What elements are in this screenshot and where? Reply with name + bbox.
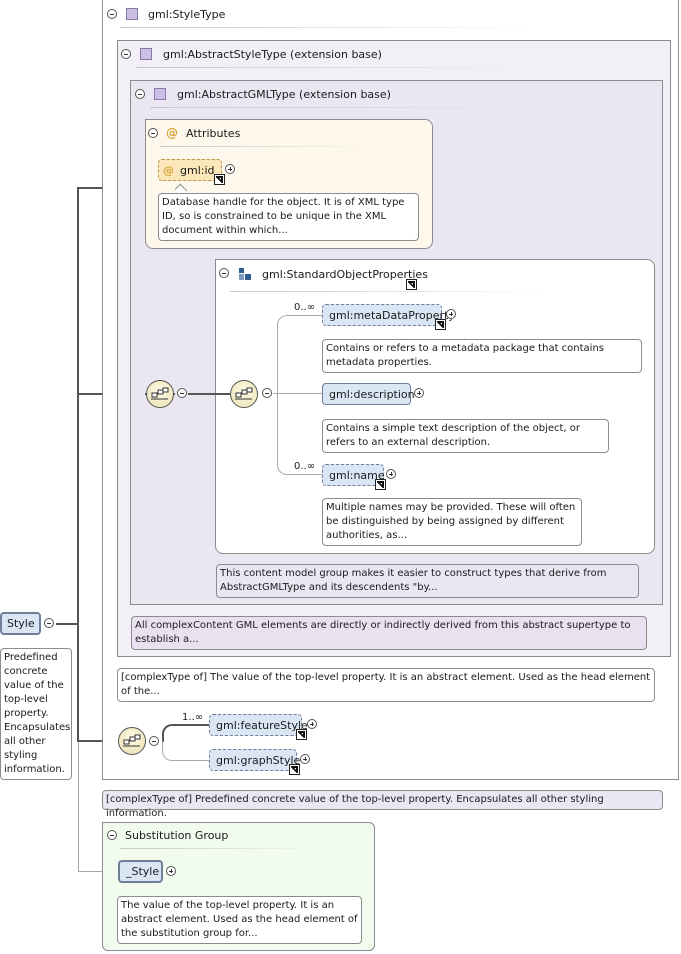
collapse-styletype-button[interactable] (107, 9, 117, 19)
element-label: gml:metaDataProperty (329, 308, 455, 322)
complex-type-icon (140, 48, 152, 60)
expand-metadataproperty-button[interactable] (446, 309, 456, 319)
style-head-doc: The value of the top-level property. It … (117, 896, 362, 944)
sequence-glyph (123, 734, 141, 747)
sequence-glyph (235, 387, 253, 400)
sequence-compositor-icon[interactable] (118, 727, 146, 755)
element-label: Style (7, 617, 35, 630)
seq1-out-line (188, 393, 230, 395)
title-rule (120, 27, 540, 28)
expand-graphstyle-button[interactable] (300, 754, 310, 764)
title-rule (136, 67, 536, 68)
element-label: gml:graphStyle (216, 753, 301, 767)
branch-curve-top (162, 724, 210, 742)
collapse-root-button[interactable] (44, 618, 54, 628)
title-rule (230, 291, 550, 292)
abstractgml-title: gml:AbstractGMLType (extension base) (177, 88, 391, 101)
expand-gml-id-button[interactable] (225, 164, 235, 174)
expand-description-button[interactable] (414, 388, 424, 398)
branch-curve-top (277, 315, 323, 394)
occurs-label: 0..∞ (294, 461, 316, 472)
reference-arrow-icon[interactable] (296, 729, 307, 740)
element-label: gml:featureStyle (216, 718, 308, 732)
to-subst-line-h (78, 871, 118, 872)
element-gml-description[interactable]: gml:description (322, 383, 415, 405)
collapse-substitution-group-button[interactable] (107, 830, 117, 840)
abstractgml-doc: All complexContent GML elements are dire… (131, 616, 647, 650)
collapse-standard-properties-button[interactable] (219, 268, 229, 278)
reference-arrow-icon[interactable] (406, 279, 417, 290)
attribute-at-icon: @ (166, 126, 178, 140)
expand-style-head-button[interactable] (166, 866, 176, 876)
styletype-doc: [complexType of] Predefined concrete val… (102, 790, 663, 819)
abstractstyle-doc: [complexType of] The value of the top-le… (117, 668, 655, 702)
title-rule (120, 848, 320, 849)
occurs-label: 1..∞ (182, 712, 204, 723)
standard-properties-title: gml:StandardObjectProperties (262, 268, 428, 281)
sequence-compositor-icon[interactable] (146, 380, 174, 408)
collapse-attributes-button[interactable] (148, 128, 158, 138)
root-connector (56, 623, 78, 625)
element-gml-graphstyle[interactable]: gml:graphStyle (209, 749, 301, 771)
element-style-head[interactable]: _Style (118, 860, 163, 883)
collapse-abstractgml-button[interactable] (135, 89, 145, 99)
collapse-sequence3-button[interactable] (149, 736, 159, 746)
reference-arrow-icon[interactable] (435, 319, 446, 330)
branch-line (273, 393, 323, 394)
root-element-style[interactable]: Style (0, 612, 41, 635)
complex-type-icon (126, 8, 138, 20)
element-gml-featurestyle[interactable]: gml:featureStyle (209, 714, 308, 736)
title-rule (160, 146, 370, 147)
metadataproperty-doc: Contains or refers to a metadata package… (322, 339, 642, 373)
element-label: gml:name (329, 468, 385, 482)
element-gml-metadataproperty[interactable]: gml:metaDataProperty (322, 304, 455, 326)
reference-arrow-icon[interactable] (289, 764, 300, 775)
element-gml-name[interactable]: gml:name (322, 464, 385, 486)
abstractstyle-title: gml:AbstractStyleType (extension base) (163, 48, 382, 61)
standard-properties-doc: This content model group makes it easier… (216, 564, 639, 598)
main-trunk-line (77, 187, 79, 742)
name-doc: Multiple names may be provided. These wi… (322, 498, 582, 546)
to-sequence3-line (77, 740, 117, 742)
collapse-sequence1-button[interactable] (177, 388, 187, 398)
model-group-icon-part (239, 268, 244, 273)
reference-arrow-icon[interactable] (214, 174, 225, 185)
sequence-compositor-icon[interactable] (230, 380, 258, 408)
element-label: _Style (126, 865, 160, 878)
sequence-glyph (151, 387, 169, 400)
element-label: gml:description (329, 387, 415, 401)
collapse-abstractstyle-button[interactable] (121, 49, 131, 59)
styletype-title: gml:StyleType (148, 8, 226, 21)
occurs-label: 0..∞ (294, 302, 316, 313)
branch-curve-bottom (162, 741, 210, 761)
gml-id-doc: Database handle for the object. It is of… (158, 193, 419, 241)
expand-featurestyle-button[interactable] (307, 719, 317, 729)
description-doc: Contains a simple text description of th… (322, 419, 609, 453)
attribute-gml-id[interactable]: @ gml:id (158, 159, 222, 181)
attribute-at-icon: @ (163, 163, 174, 177)
model-group-icon-part (239, 274, 244, 280)
attribute-gml-id-label: gml:id (180, 163, 215, 177)
substitution-group-title: Substitution Group (125, 829, 229, 842)
to-subst-line (78, 742, 79, 872)
collapse-sequence2-button[interactable] (262, 388, 272, 398)
expand-name-button[interactable] (386, 469, 396, 479)
complex-type-icon (154, 88, 166, 100)
reference-arrow-icon[interactable] (375, 479, 386, 490)
branch-curve-bottom (277, 393, 323, 475)
model-group-icon (239, 268, 252, 281)
root-element-doc: Predefined concrete value of the top-lev… (0, 648, 72, 780)
attributes-title: Attributes (186, 127, 241, 140)
title-rule (150, 107, 540, 108)
model-group-icon-part (245, 274, 251, 280)
